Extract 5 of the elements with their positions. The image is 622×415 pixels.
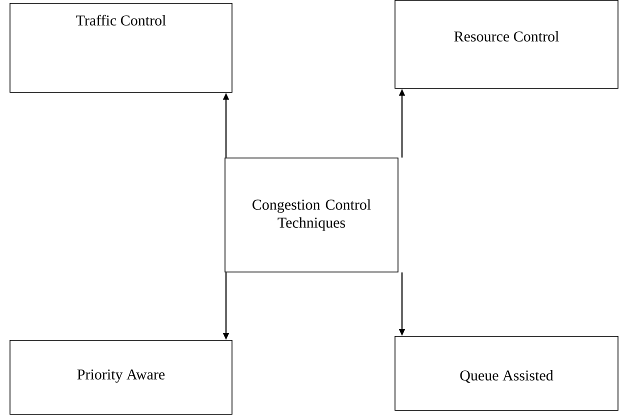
process-box: Congestion Control Techniques: [224, 158, 398, 272]
process-box: Traffic Control: [10, 3, 232, 93]
process-box: Queue Assisted: [394, 336, 618, 411]
process-box: Resource Control: [394, 0, 618, 89]
process-box: Priority Aware: [10, 340, 232, 415]
